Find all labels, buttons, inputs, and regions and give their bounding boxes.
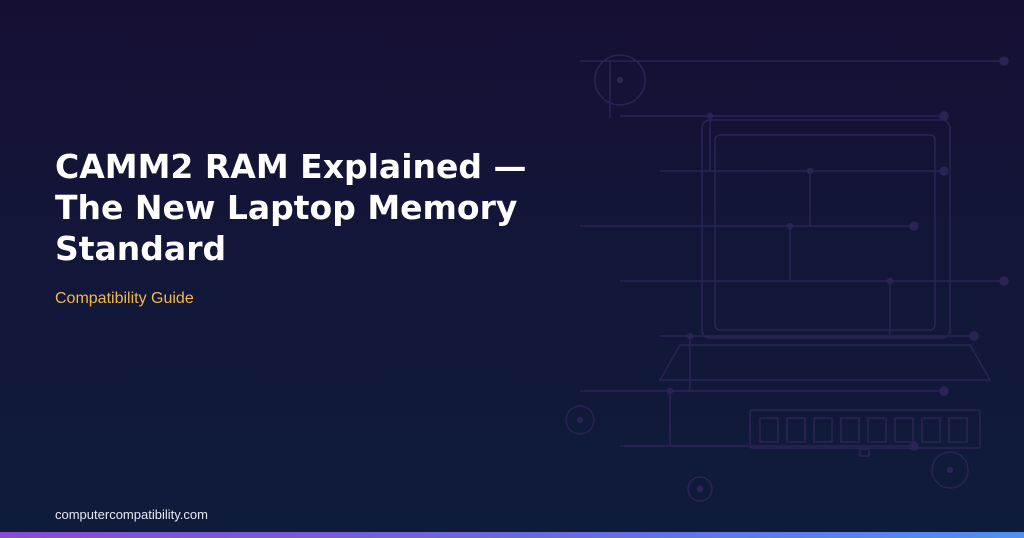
laptop-icon [658, 119, 992, 381]
page-title: CAMM2 RAM Explained — The New Laptop Mem… [55, 147, 527, 268]
circuit-lines [580, 56, 1009, 451]
decorative-circles [565, 54, 969, 502]
site-url: computercompatibility.com [55, 507, 208, 522]
gradient-bottom-bar [0, 532, 1024, 538]
subtitle: Compatibility Guide [55, 290, 194, 307]
ram-module-icon [749, 409, 981, 457]
